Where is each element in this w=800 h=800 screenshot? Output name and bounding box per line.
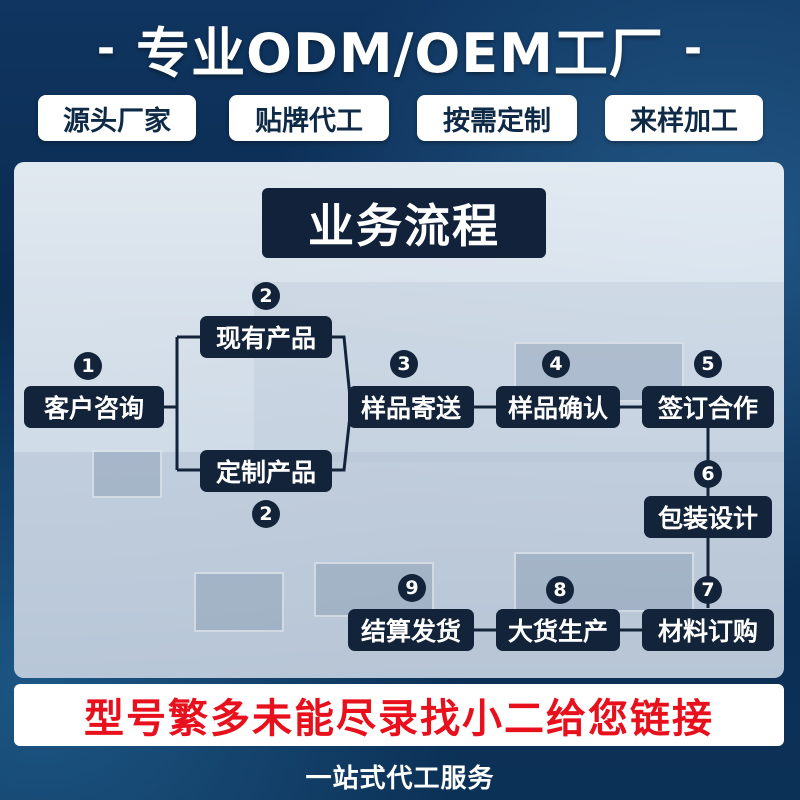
factory-window xyxy=(314,562,434,617)
step-number-4: 4 xyxy=(542,350,570,378)
tag-sample-processing: 来样加工 xyxy=(605,95,763,141)
process-panel: 业务流程 1 客户咨询 2 现有产品 定制产品 2 3 样品寄送 4 样品确认 … xyxy=(14,162,784,678)
step-settlement-shipping: 结算发货 xyxy=(348,609,474,651)
promo-banner: 型号繁多未能尽录找小二给您链接 xyxy=(14,684,784,746)
step-mass-production: 大货生产 xyxy=(496,609,620,651)
footer-slogan: 一站式代工服务 xyxy=(305,763,495,794)
step-number-7: 7 xyxy=(694,576,722,604)
tag-oem: 贴牌代工 xyxy=(229,95,389,141)
tag-source-factory: 源头厂家 xyxy=(38,95,196,141)
step-number-3: 3 xyxy=(390,350,418,378)
factory-window xyxy=(194,572,284,632)
step-number-2-custom: 2 xyxy=(252,500,280,528)
footer: 一站式代工服务 xyxy=(0,756,800,796)
process-title: 业务流程 xyxy=(262,188,546,258)
step-sample-delivery: 样品寄送 xyxy=(348,386,474,428)
step-number-6: 6 xyxy=(694,460,722,488)
title-dash-left: - xyxy=(96,22,117,74)
tag-custom: 按需定制 xyxy=(417,95,577,141)
step-existing-products: 现有产品 xyxy=(200,316,332,358)
factory-window xyxy=(92,450,162,498)
step-sign-contract: 签订合作 xyxy=(642,386,774,428)
page-title: - 专业ODM/OEM工厂 - xyxy=(0,8,800,88)
feature-tags: 源头厂家 贴牌代工 按需定制 来样加工 xyxy=(0,95,800,141)
step-number-2-existing: 2 xyxy=(252,282,280,310)
step-number-1: 1 xyxy=(74,352,102,380)
step-material-ordering: 材料订购 xyxy=(642,609,774,651)
step-number-8: 8 xyxy=(546,576,574,604)
step-sample-confirmation: 样品确认 xyxy=(496,386,620,428)
step-custom-products: 定制产品 xyxy=(200,450,332,492)
step-number-5: 5 xyxy=(694,350,722,378)
step-packaging-design: 包装设计 xyxy=(644,496,772,538)
title-text: 专业ODM/OEM工厂 xyxy=(136,21,664,85)
step-customer-inquiry: 客户咨询 xyxy=(24,386,164,428)
step-number-9: 9 xyxy=(398,574,426,602)
title-dash-right: - xyxy=(683,22,704,74)
